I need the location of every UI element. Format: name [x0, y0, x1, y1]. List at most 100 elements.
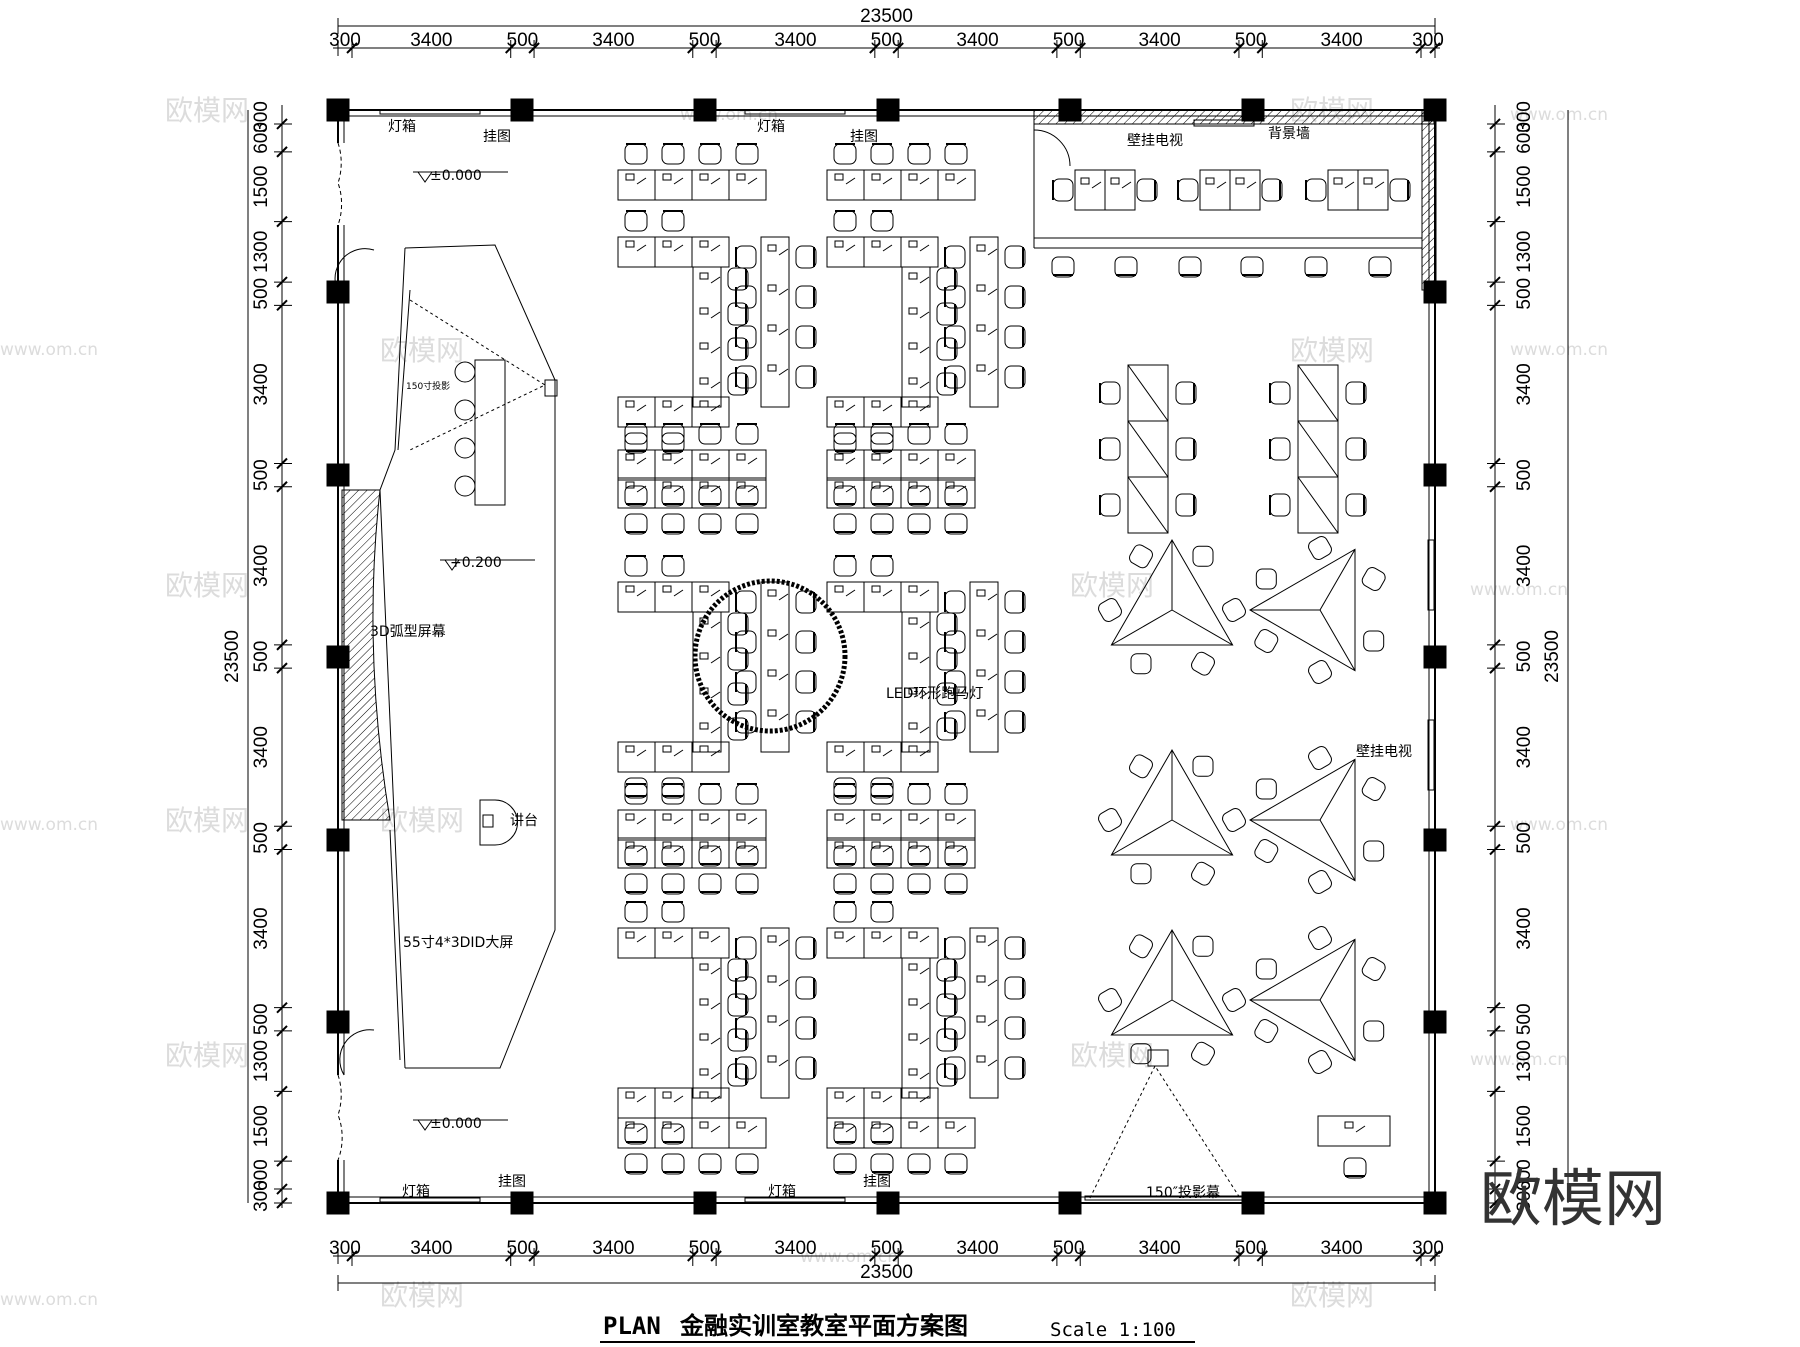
keyboard: [673, 749, 684, 757]
chair-seat: [1004, 710, 1026, 734]
chair: [454, 475, 476, 497]
chair: [1269, 493, 1291, 517]
lightbox-label-bottom-left: 灯箱: [402, 1184, 430, 1200]
monitor: [662, 931, 672, 939]
chair: [1254, 839, 1279, 863]
monitor: [662, 841, 672, 849]
keyboard: [882, 177, 893, 185]
chair-seat: [661, 432, 685, 454]
monitor: [1344, 1121, 1354, 1129]
dim-label: 500: [251, 822, 272, 854]
lightbox-label-top-mid: 灯箱: [757, 119, 785, 135]
monitor: [834, 173, 844, 181]
chair-seat: [1114, 256, 1138, 278]
keyboard: [919, 726, 930, 734]
monitor: [1110, 177, 1120, 185]
column: [1423, 463, 1447, 487]
chair: [454, 361, 476, 383]
monitor: [908, 400, 918, 408]
column: [510, 1191, 534, 1215]
chair: [833, 143, 857, 165]
monitor: [908, 377, 918, 385]
desk: [901, 611, 931, 753]
monitor: [699, 400, 709, 408]
monitor: [699, 307, 709, 315]
chair: [698, 1153, 722, 1175]
desk: [826, 741, 939, 773]
wall-tv: [1193, 119, 1255, 127]
monitor: [699, 998, 709, 1006]
keyboard: [919, 485, 930, 493]
chair-seat: [735, 485, 759, 507]
chair-seat: [833, 210, 857, 232]
keyboard: [919, 177, 930, 185]
chair-seat: [870, 210, 894, 232]
chair-seat: [1345, 381, 1367, 405]
chair-seat: [870, 555, 894, 577]
chair-seat: [698, 873, 722, 895]
monitor: [908, 1121, 918, 1129]
chair-seat: [661, 783, 685, 805]
keyboard: [882, 817, 893, 825]
keyboard: [919, 404, 930, 412]
column: [693, 98, 717, 122]
monitor: [767, 1015, 777, 1023]
chair-seat: [1175, 437, 1197, 461]
chair-seat: [1004, 245, 1026, 269]
monitor: [1205, 177, 1215, 185]
door-swing: [337, 142, 343, 226]
chair: [1192, 545, 1214, 567]
monitor: [699, 745, 709, 753]
plan-title: 金融实训室教室平面方案图: [679, 1312, 968, 1340]
chair: [1004, 630, 1026, 654]
chair: [907, 783, 931, 805]
chair-seat: [661, 143, 685, 165]
desk-divider: [1171, 819, 1233, 856]
chair-seat: [698, 143, 722, 165]
monitor: [767, 975, 777, 983]
keyboard: [987, 713, 998, 721]
monitor: [908, 307, 918, 315]
monitor: [767, 244, 777, 252]
chair-seat: [833, 143, 857, 165]
chair: [1052, 178, 1074, 202]
desk: [692, 266, 722, 408]
keyboard: [673, 845, 684, 853]
chair-seat: [833, 513, 857, 535]
chair: [833, 432, 857, 454]
chair-seat: [661, 555, 685, 577]
monitor: [625, 585, 635, 593]
keyboard: [673, 935, 684, 943]
chair: [795, 670, 817, 694]
keyboard: [778, 1019, 789, 1027]
keyboard: [747, 1125, 758, 1133]
chair-seat: [1051, 256, 1075, 278]
chair: [944, 630, 966, 654]
keyboard: [673, 457, 684, 465]
monitor: [871, 1121, 881, 1129]
monitor: [976, 629, 986, 637]
chair-seat: [1004, 590, 1026, 614]
chair-seat: [735, 143, 759, 165]
projector: [1147, 1049, 1169, 1067]
keyboard: [778, 1059, 789, 1067]
chair: [1222, 988, 1246, 1012]
projector: [544, 379, 558, 397]
chair: [1368, 256, 1392, 278]
chair: [1254, 1019, 1279, 1043]
monitor: [736, 1121, 746, 1129]
keyboard: [987, 979, 998, 987]
chair-seat: [1240, 256, 1264, 278]
desk-divider: [1319, 999, 1356, 1061]
monitor: [908, 998, 918, 1006]
keyboard: [919, 381, 930, 389]
watermark-brand: 欧模网: [380, 804, 464, 837]
chair-seat: [661, 901, 685, 923]
desk: [969, 927, 999, 1099]
chair: [1361, 567, 1386, 591]
chair: [735, 1056, 757, 1080]
stage-outline: [404, 244, 556, 1069]
chair: [1361, 777, 1386, 801]
chair-seat: [833, 845, 857, 867]
